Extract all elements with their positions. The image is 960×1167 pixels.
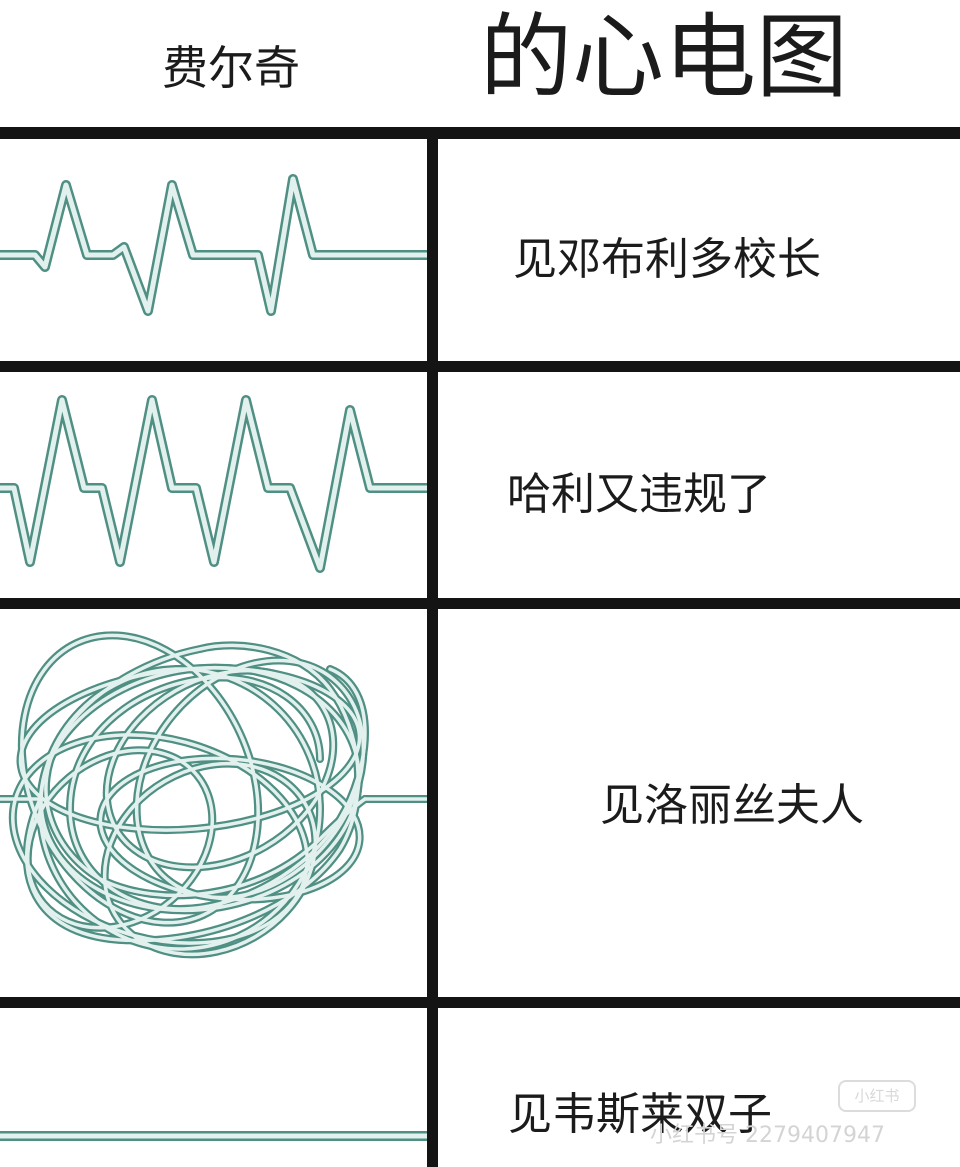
grid-line-divider: [427, 128, 438, 1167]
ecg-trace-regular: [0, 174, 427, 316]
row-label-4: 见韦斯莱双子: [508, 1089, 772, 1140]
ecg-cell-row2: [0, 372, 427, 598]
ecg-cell-row4: [0, 1008, 427, 1167]
row-label-3: 见洛丽丝夫人: [600, 780, 864, 831]
ecg-cell-row1: [0, 139, 427, 361]
row-label-2: 哈利又违规了: [507, 469, 771, 520]
watermark-badge: 小红书: [838, 1080, 916, 1112]
grid-line-row1: [0, 361, 960, 372]
subject-name: 费尔奇: [162, 41, 300, 95]
grid-line-row3: [0, 997, 960, 1008]
ecg-trace-flatline: [0, 1131, 427, 1141]
chart-header: 费尔奇 的心电图: [0, 0, 960, 128]
ecg-trace-tangled: [0, 631, 427, 959]
watermark-text: 小红书号 2279407947: [650, 1123, 885, 1148]
page-title: 的心电图: [480, 4, 849, 111]
grid-line-row2: [0, 598, 960, 609]
ecg-trace-fast: [0, 395, 427, 573]
ecg-cell-row3: [0, 609, 427, 997]
row-label-1: 见邓布利多校长: [513, 234, 821, 285]
grid-line-top: [0, 127, 960, 139]
